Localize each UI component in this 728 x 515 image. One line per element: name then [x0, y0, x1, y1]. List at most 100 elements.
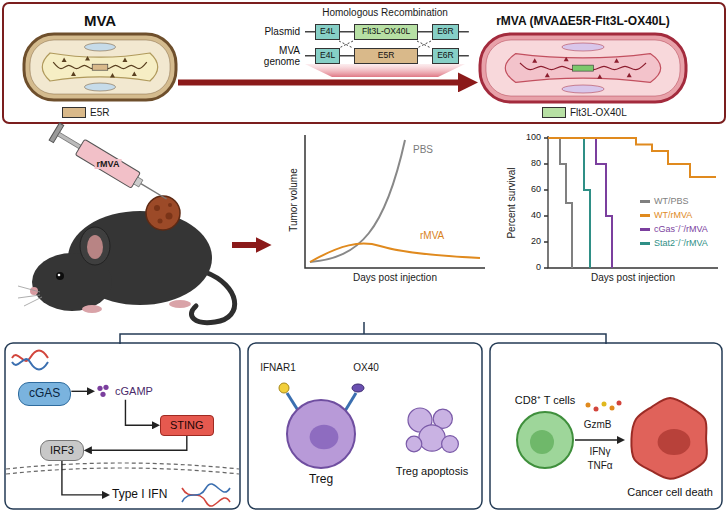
virus-particle: MVA — [22, 32, 178, 102]
tumor — [166, 213, 173, 220]
pathway-arrow — [62, 461, 105, 495]
gene-segment: E6R — [432, 48, 459, 64]
ox40-receptor — [345, 384, 364, 411]
legend-item: cGas⁻/⁻/rMVA — [640, 224, 708, 235]
apoptotic-cell-outline — [402, 402, 462, 462]
gene-segment: E6R — [432, 24, 459, 40]
survival-chart-axes — [544, 138, 548, 268]
plasmid-bar: PlasmidE4LFlt3L-OX40LE6R — [305, 24, 469, 40]
edge-label: GzmB — [582, 419, 614, 431]
recombination-cross — [339, 41, 431, 48]
recombination-cross — [339, 41, 431, 48]
title-label: Homologous Recombination — [322, 7, 448, 19]
syringe — [49, 123, 172, 208]
rmva-curve — [310, 244, 480, 262]
tumor — [146, 196, 180, 230]
mouse-illustration — [80, 227, 110, 265]
legend-item: Flt3L-OX40L — [542, 106, 627, 118]
legend-text: WT/PBS — [654, 196, 689, 206]
node-text: MVA — [84, 12, 116, 29]
granzyme-dots — [586, 401, 622, 412]
panel-frames — [5, 343, 240, 509]
dna-strand — [12, 351, 48, 370]
node-text: rMVA (MVAΔE5R-Flt3L-OX40L) — [496, 15, 670, 29]
cytokine-label: IFNγ — [589, 446, 610, 458]
node-text: E6R — [437, 51, 454, 61]
recombination-fan — [305, 64, 465, 77]
survival-chart-axes — [548, 136, 718, 268]
syringe — [58, 132, 82, 149]
apoptotic-cell: Treg apoptosis — [402, 402, 462, 462]
treatment-arrow — [232, 242, 262, 248]
tick-label: 0 — [536, 262, 541, 272]
legend-swatch — [62, 107, 86, 118]
nuclear-membrane — [6, 463, 239, 474]
node-text: Treg apoptosis — [396, 465, 468, 478]
adaptor-box: STING — [160, 415, 214, 436]
survival-chart-axes — [544, 136, 718, 268]
legend-swatch — [640, 200, 650, 203]
gene-segment: Flt3L-OX40L — [354, 24, 418, 40]
node-text: E6R — [437, 27, 454, 37]
syringe — [141, 184, 167, 199]
node-text: Type I IFN — [112, 488, 167, 502]
sensor-box: cGAS — [18, 382, 71, 406]
syringe-label: rMVA — [95, 159, 122, 169]
virus-particle: rMVA (MVAΔE5R-Flt3L-OX40L) — [478, 32, 688, 104]
syringe — [75, 139, 140, 188]
killing-arrow — [575, 439, 620, 440]
node-text: E4L — [320, 51, 335, 61]
legend-item: Stat2⁻/⁻/rMVA — [640, 238, 708, 249]
survival-curves — [548, 138, 612, 268]
panel-frames — [490, 343, 722, 509]
gene-segment: E5R — [354, 48, 418, 64]
gene-segment: E4L — [315, 48, 340, 64]
node-text: STING — [170, 419, 204, 432]
mouse-illustration — [18, 211, 235, 323]
node-text: Treg — [309, 473, 333, 487]
survival-curves — [548, 138, 590, 268]
tick-label: 80 — [531, 158, 541, 168]
legend-text: Stat2⁻/⁻/rMVA — [654, 238, 708, 248]
mouse-illustration — [82, 305, 102, 313]
legend-item: WT/rMVA — [640, 210, 692, 221]
legend-swatch — [640, 242, 650, 245]
genome-bar: MVA genomeE4LE5RE6R — [305, 48, 469, 64]
tumor — [154, 205, 160, 211]
t-cell: CD8⁺ T cells — [515, 410, 575, 470]
node-text: Plasmid — [264, 26, 300, 38]
gene-helix — [182, 484, 230, 506]
treg-cell-outline — [285, 398, 357, 470]
node-text: CD8⁺ T cells — [515, 394, 575, 407]
node-text: cGAMP — [115, 385, 153, 398]
legend-text: Flt3L-OX40L — [570, 107, 627, 118]
tumor — [146, 196, 180, 230]
ox40-receptor — [352, 384, 364, 392]
tumor-chart-axes — [305, 135, 485, 268]
axis-title: Percent survival — [506, 167, 518, 238]
survival-curves — [548, 138, 716, 268]
syringe — [49, 123, 64, 143]
mouse-illustration — [18, 286, 42, 306]
virus-particle-outline — [22, 32, 178, 102]
node-text: Cancer cell death — [627, 486, 713, 499]
legend-text: WT/rMVA — [654, 210, 692, 220]
axis-title: Days post injection — [353, 272, 437, 284]
panel-frames — [5, 343, 722, 509]
node-text: E5R — [359, 51, 413, 61]
receptor-label: OX40 — [353, 362, 379, 374]
recombination-arrow — [178, 79, 466, 85]
tumor — [168, 203, 172, 207]
cancer-cell: Cancer cell death — [625, 395, 715, 483]
ox40-receptor — [345, 393, 356, 411]
survival-curves — [548, 138, 572, 268]
legend-item: WT/PBS — [640, 196, 689, 207]
syringe — [134, 177, 143, 187]
pathway-arrow — [71, 391, 90, 392]
rmva-curve — [310, 244, 480, 262]
tick-label: 40 — [531, 210, 541, 220]
gene-helix — [182, 484, 230, 502]
receptor-label: IFNAR1 — [260, 362, 296, 374]
axis-title: Days post injection — [591, 272, 675, 284]
